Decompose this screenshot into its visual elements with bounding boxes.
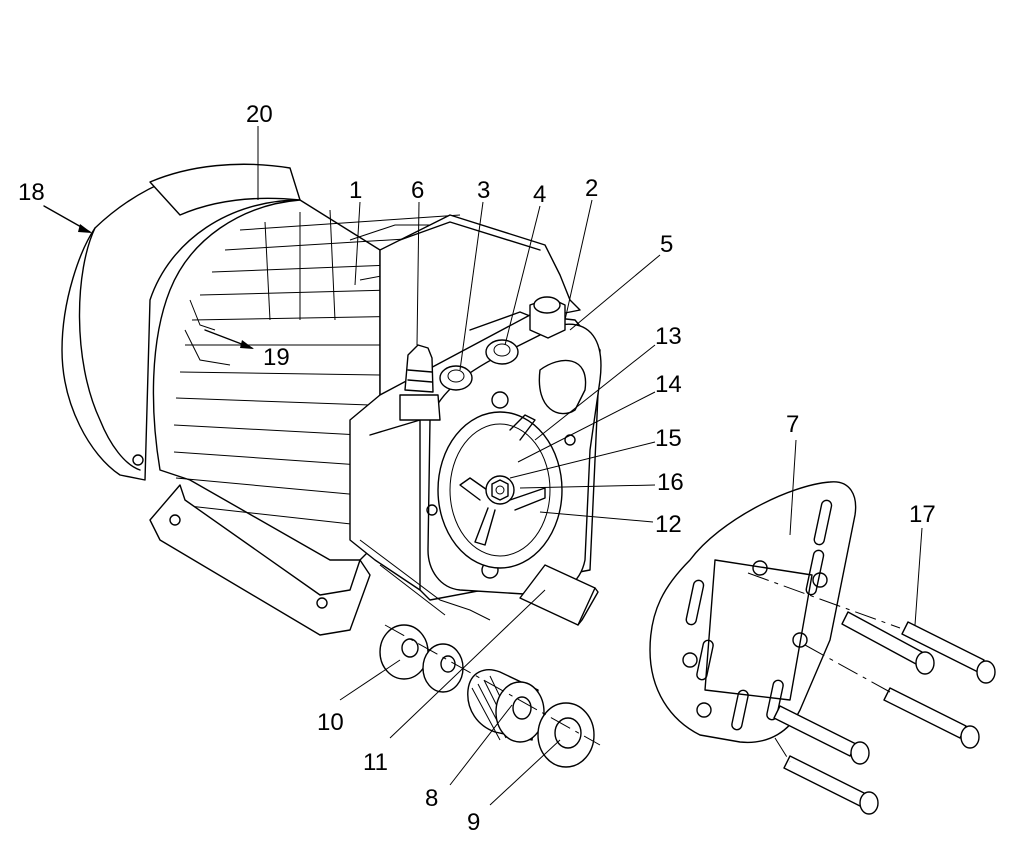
callout-20: 20: [246, 101, 273, 128]
washer-small: [422, 643, 464, 693]
fan-cover-band: [149, 163, 301, 216]
leader-lines: [43, 126, 923, 806]
motor-foot: [149, 484, 371, 636]
callout-17: 17: [909, 501, 936, 528]
callout-1: 1: [349, 177, 362, 204]
callout-2: 2: [585, 175, 598, 202]
ring-9: [537, 702, 595, 768]
motor-assembly: [61, 163, 602, 636]
callout-18: 18: [18, 179, 45, 206]
callout-9: 9: [467, 809, 480, 836]
loose-parts: [379, 481, 996, 815]
bolts-17: [773, 611, 996, 815]
callout-15: 15: [655, 425, 682, 452]
callout-8: 8: [425, 785, 438, 812]
callout-7: 7: [786, 411, 799, 438]
callout-13: 13: [655, 323, 682, 350]
motor-housing: [152, 199, 381, 561]
callout-labels: 20 18 1 6 3 4 2 5 13 14 15 16 12 19 7 17…: [18, 101, 936, 836]
callout-11: 11: [363, 749, 388, 776]
callout-6: 6: [411, 177, 424, 204]
washer-10: [379, 624, 429, 680]
callout-4: 4: [533, 181, 546, 208]
callout-19: 19: [263, 344, 290, 371]
top-fittings: [399, 296, 566, 421]
callout-16: 16: [657, 469, 684, 496]
callout-3: 3: [477, 177, 490, 204]
callout-10: 10: [317, 709, 344, 736]
cover-plate-7: [649, 481, 857, 744]
filter-element-8: [467, 669, 545, 743]
callout-5: 5: [660, 231, 673, 258]
callout-12: 12: [655, 511, 682, 538]
callout-14: 14: [655, 371, 682, 398]
